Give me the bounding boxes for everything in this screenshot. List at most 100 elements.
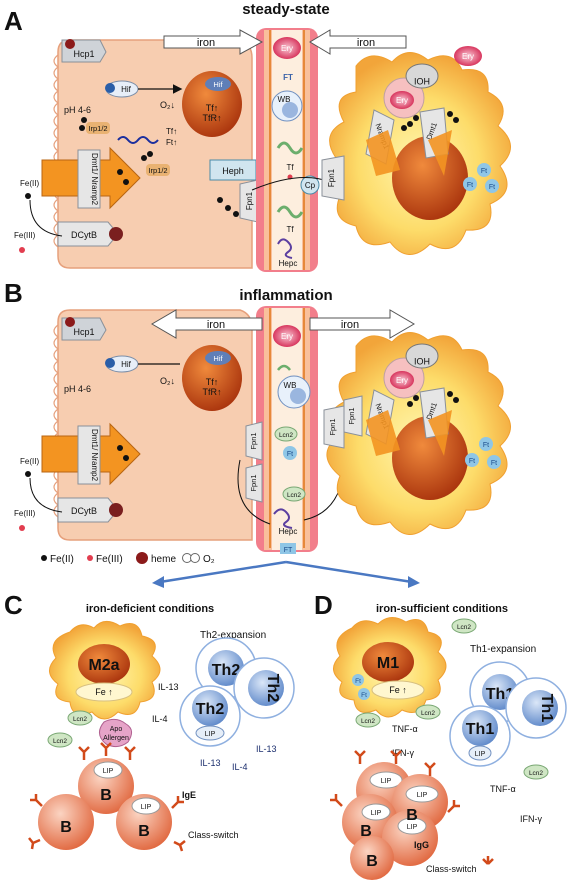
heph-label-a: Heph <box>222 166 244 176</box>
b-cell-c-2: B <box>38 794 94 850</box>
panel-title-b: inflammation <box>239 287 332 304</box>
hoi-label-b: HOI <box>414 356 430 366</box>
ft-label-b-1: Ft <box>287 451 293 458</box>
ft-up-label-a: Ft↑ <box>166 138 177 147</box>
lcn2-label-d-4: Lcn2 <box>529 770 543 777</box>
iron-label-a-left: iron <box>197 37 215 49</box>
th2-cell-2: Th2 <box>233 657 295 719</box>
irp-label-a: Irp1/2 <box>88 124 107 133</box>
b-cell-c-1: LIP B <box>78 758 134 814</box>
lcn2-b-2: Lcn2 <box>282 486 306 502</box>
panel-letter-b: B <box>4 278 23 308</box>
hepcidin-a: Hepc <box>277 238 298 268</box>
macrophage-nucleus-b <box>392 416 468 500</box>
lip-label-c-1: LIP <box>103 768 114 775</box>
b-label-d-3: B <box>366 853 378 870</box>
lip-label-d-3: LIP <box>371 810 382 817</box>
ft-label-macro-a-1: Ft <box>481 168 487 175</box>
b-label-c-3: B <box>138 823 150 840</box>
fpn1-exporter-b-1: Fpn1 <box>245 421 263 461</box>
macrophage-nucleus-a <box>392 136 468 220</box>
ifng-label-d-1: IFN-γ <box>392 748 414 758</box>
brush-border-b <box>53 324 59 518</box>
ft-label-d-1: Ft <box>355 678 361 685</box>
fpn1-label-macro-b-1: Fpn1 <box>328 418 337 435</box>
b-cell-c-3: LIP B <box>116 794 172 850</box>
feIII-label-a: Fe(III) <box>14 231 36 240</box>
tf-up-label-a: Tf↑ <box>206 103 219 113</box>
irp-protein-a-2: Irp1/2 <box>141 151 170 176</box>
fpn1-label-b-2: Fpn1 <box>249 474 258 491</box>
b-label-d-2: B <box>406 807 418 824</box>
nramp1-transporter-b: Nramp1 <box>365 389 400 456</box>
legend: Fe(II) Fe(III) heme O₂ <box>41 552 215 565</box>
fpn1-exporter-a: Fpn1 <box>217 179 259 223</box>
lcn2-b-1: Lcn2 <box>274 426 298 442</box>
hif-oxygen-sensor-a: Hif <box>105 80 139 98</box>
iron-label-a-right: iron <box>357 37 375 49</box>
o2down-label-a: O₂↓ <box>160 100 175 110</box>
heme-oxygenase-a: HOI <box>405 63 439 89</box>
th1-cell-3: Th1 LIP <box>449 705 511 767</box>
class-switch-label-c: Class-switch <box>188 830 239 840</box>
ph-label-b: pH 4-6 <box>64 384 91 394</box>
tf-up-label-b: Tf↑ <box>206 377 219 387</box>
ft-label-macro-a-2: Ft <box>467 182 473 189</box>
lcn2-c-2: Lcn2 <box>47 732 73 748</box>
b-label-c-2: B <box>60 819 72 836</box>
feII-label-b: Fe(II) <box>20 457 39 466</box>
panel-letter-a: A <box>4 6 23 36</box>
arrow-to-panel-c <box>159 560 287 584</box>
panel-a: A steady-state Hcp1 Hif pH 4-6 O₂↓ Hif T… <box>4 1 511 272</box>
fpn1-label-macro-b-2: Fpn1 <box>347 407 356 424</box>
panel-c: C iron-deficient conditions M2a Fe ↑ Lcn… <box>4 590 295 852</box>
fpn1-label-b-1: Fpn1 <box>249 432 258 449</box>
il4-label-c-1: IL-4 <box>152 714 168 724</box>
ery-label-macro-a: Ery <box>462 52 474 61</box>
th2-cell-3: Th2 LIP <box>179 685 241 747</box>
phagosome-b: Ery <box>383 357 425 399</box>
panel-letter-d: D <box>314 590 333 620</box>
dcytb-enzyme-b: DCytB <box>57 497 123 523</box>
antibody-y-shapes-d <box>330 750 494 865</box>
ceruloplasmin-a: Cp <box>300 175 320 195</box>
tf-label-a: Tf <box>286 163 294 172</box>
ph-label-a: pH 4-6 <box>64 105 91 115</box>
il13-label-c-1: IL-13 <box>158 682 179 692</box>
ft-label-macro-b-1: Ft <box>483 442 489 449</box>
lcn2-label-c-2: Lcn2 <box>53 738 67 745</box>
white-blood-cell-a: WB <box>271 90 303 122</box>
irp-label-a-2: Irp1/2 <box>148 166 167 175</box>
b-label-c-1: B <box>100 787 112 804</box>
dmt1-nramp2-transporter-b: Dmt1/ Nramp2 <box>41 422 141 486</box>
dcytb-label-a: DCytB <box>71 230 97 240</box>
th1-cell-2: Th1 <box>505 677 567 739</box>
fpn1-exporter-macro-a: Fpn1 <box>321 155 345 201</box>
iron-label-b-left: iron <box>207 319 225 331</box>
ifng-label-d-2: IFN-γ <box>520 814 542 824</box>
tf-up-label-cyto-a: Tf↑ <box>166 127 177 136</box>
lcn2-label-d-3: Lcn2 <box>421 710 435 717</box>
il13-label-c-3: IL-13 <box>200 758 221 768</box>
ferritin-group-a: Ft Ft Ft <box>463 163 499 193</box>
m2a-label: M2a <box>88 657 119 674</box>
irp-protein-a: Irp1/2 <box>79 117 110 134</box>
legend-fe3-label: Fe(III) <box>96 554 123 565</box>
iron-arrow-right-b: iron <box>309 309 415 339</box>
il4-label-c-2: IL-4 <box>232 762 248 772</box>
hepc-label-a: Hepc <box>279 259 298 268</box>
th2-label-3: Th2 <box>196 701 225 718</box>
lcn2-d-3: Lcn2 <box>415 704 441 720</box>
panel-b: B inflammation Hcp1 Hif pH 4-6 O₂↓ Hif T… <box>4 278 511 588</box>
dmt1-nramp2-label-b: Dmt1/ Nramp2 <box>90 429 99 482</box>
igg-label: IgG <box>414 840 429 850</box>
hif-nucleus-label-b: Hif <box>213 354 223 363</box>
lcn2-label-b-2: Lcn2 <box>287 492 301 499</box>
dmt1-transporter-macro-a: Dmt1 <box>419 107 452 176</box>
brush-border-a <box>53 54 59 248</box>
ferritin-group-b: Ft Ft Ft <box>465 437 501 469</box>
hepc-label-b: Hepc <box>279 527 298 536</box>
lcn2-label-c-1: Lcn2 <box>73 716 87 723</box>
th1-expansion-label: Th1-expansion <box>470 644 536 655</box>
